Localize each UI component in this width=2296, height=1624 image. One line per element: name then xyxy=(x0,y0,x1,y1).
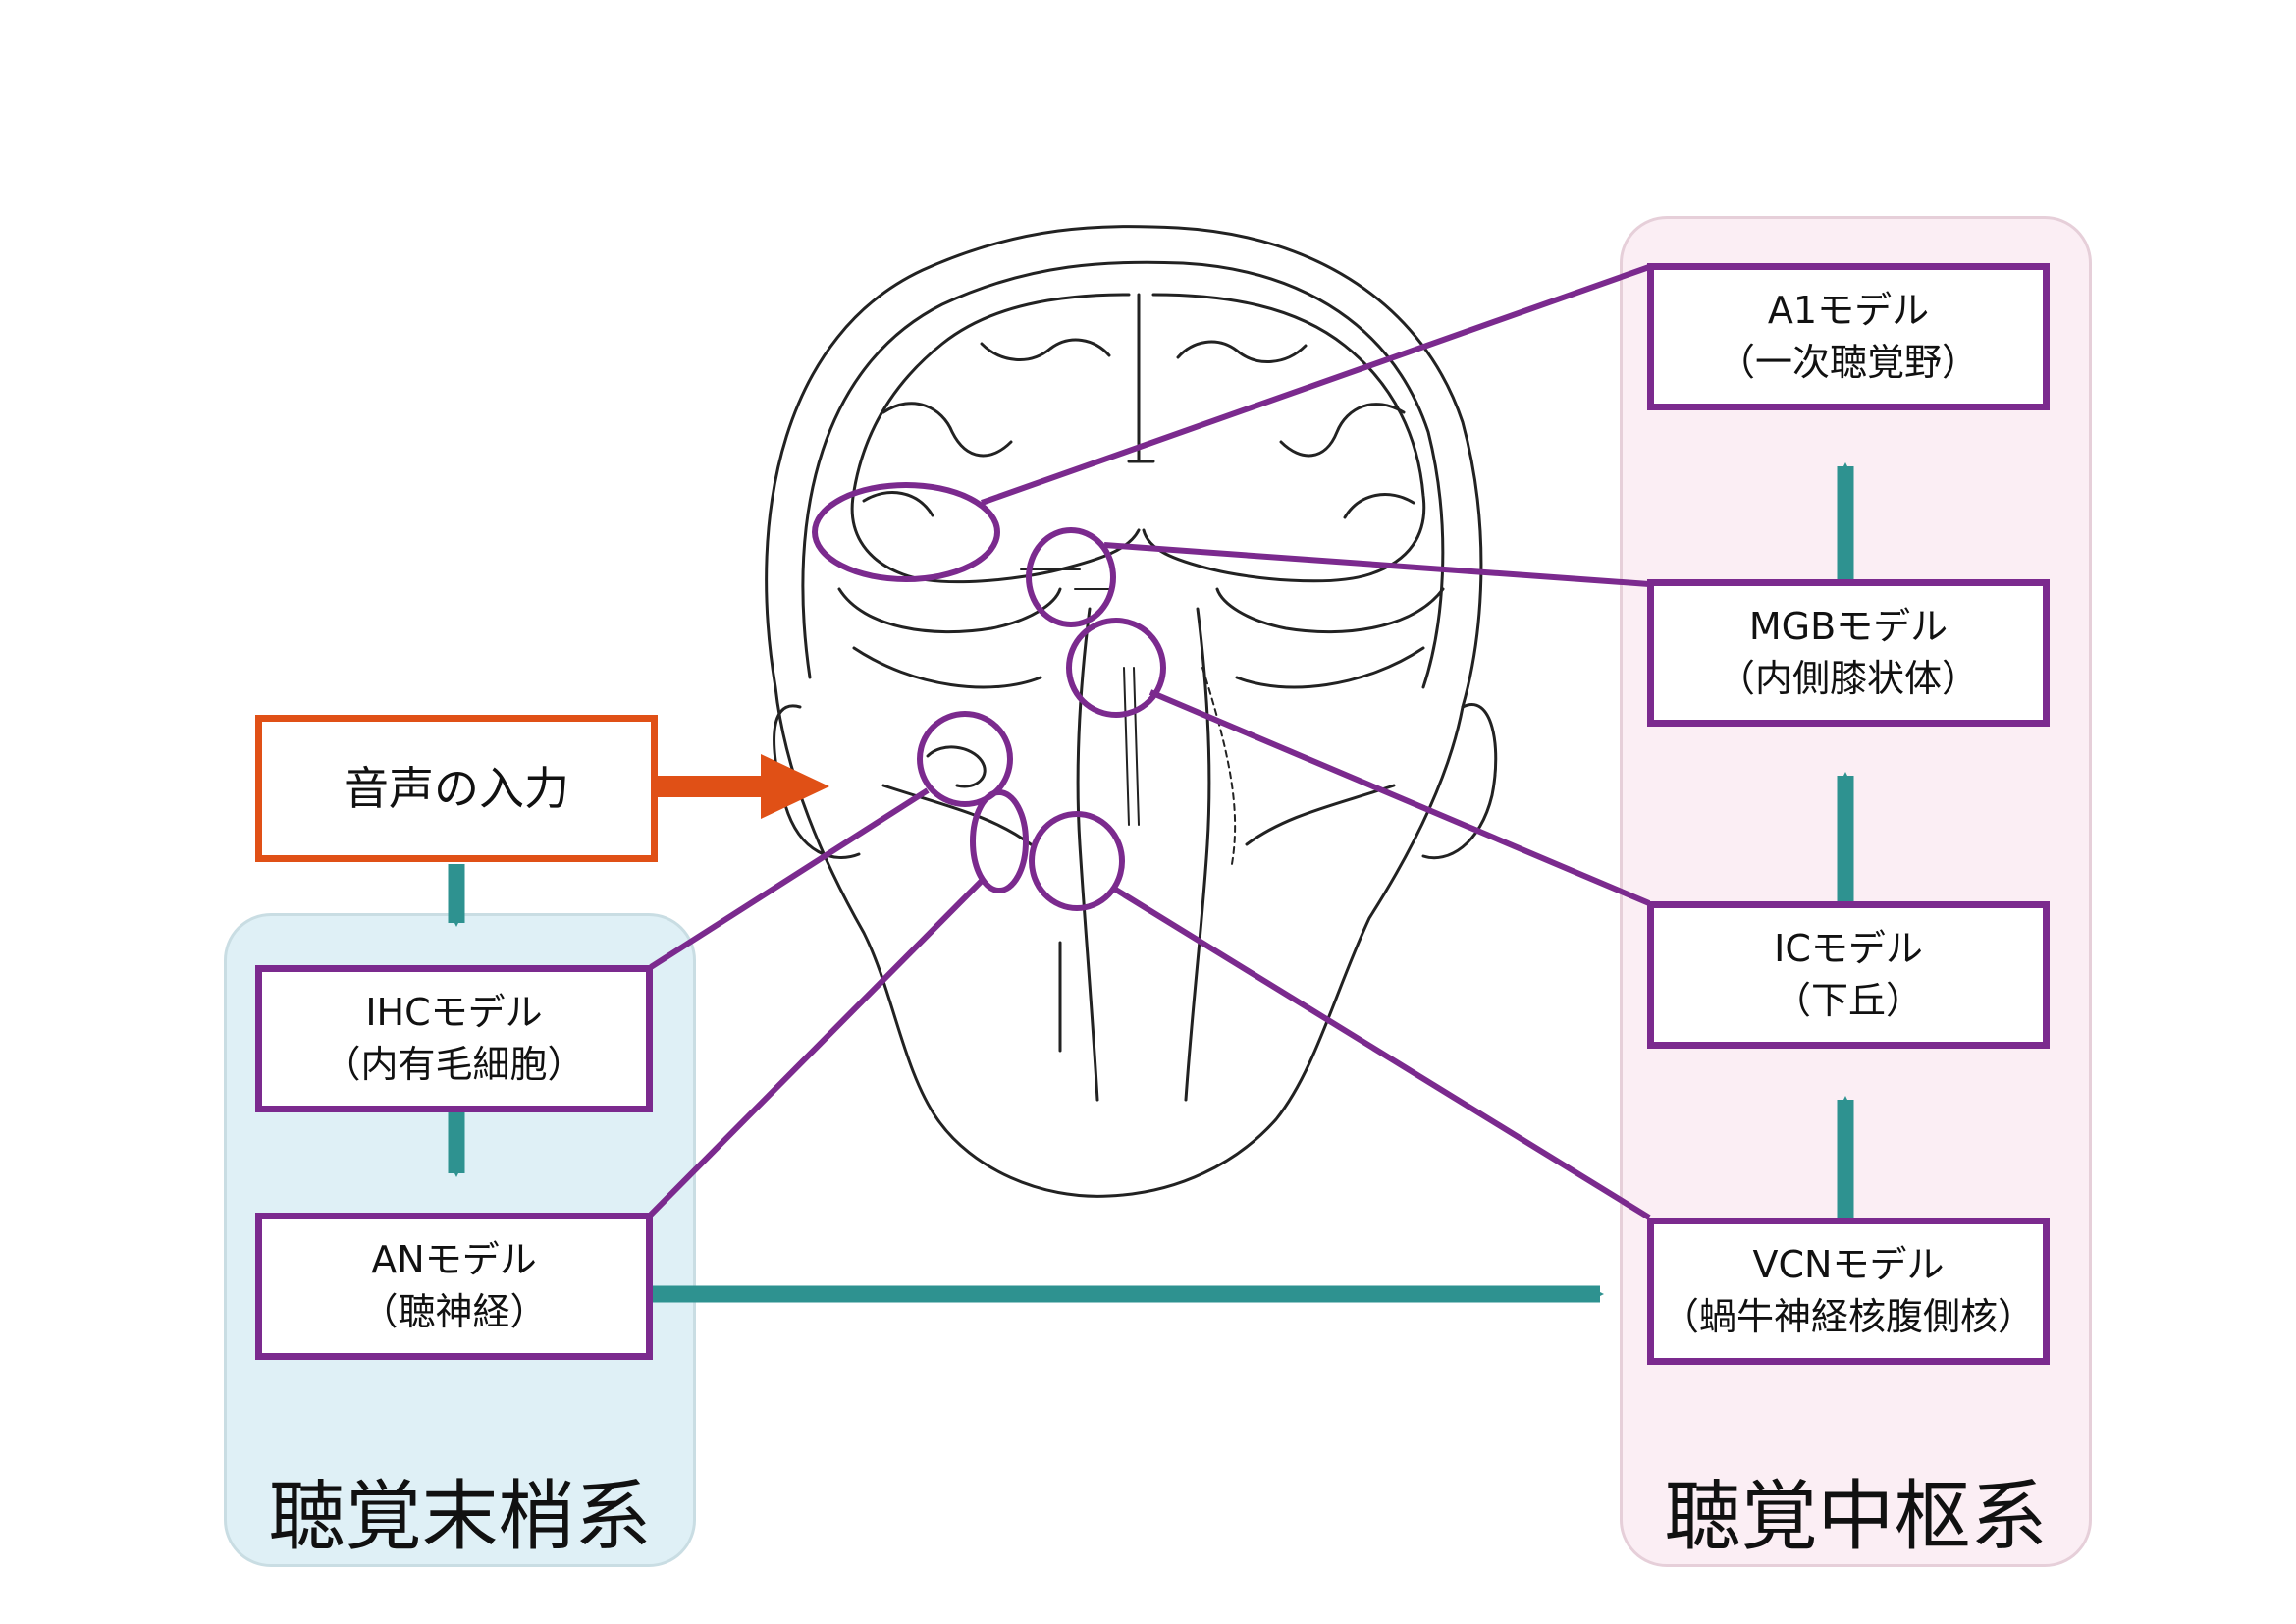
an-model-desc: （聴神経） xyxy=(360,1290,548,1333)
mgb-model-box: MGBモデル （内側膝状体） xyxy=(1647,579,2050,727)
ic-region-ellipse xyxy=(1066,618,1166,718)
peripheral-system-title: 聴覚末梢系 xyxy=(268,1473,652,1561)
connector-lines xyxy=(648,264,1651,1220)
input-arrow xyxy=(658,754,829,819)
sound-input-label: 音声の入力 xyxy=(344,761,569,815)
ihc-connector-line xyxy=(649,787,930,970)
cochlea-region-ellipse xyxy=(917,711,1013,807)
vcn-model-name: VCNモデル xyxy=(1752,1242,1945,1286)
mgb-model-desc: （内側膝状体） xyxy=(1717,657,1979,700)
ihc-model-box: IHCモデル （内有毛細胞） xyxy=(255,965,653,1112)
vcn-model-box: VCNモデル （蝸牛神経核腹側核） xyxy=(1647,1218,2050,1365)
ic-model-box: ICモデル （下丘） xyxy=(1647,901,2050,1049)
an-connector-line xyxy=(648,878,985,1218)
a1-connector-line xyxy=(981,264,1650,506)
anatomy-highlight-ellipses xyxy=(812,482,1166,911)
ic-model-name: ICモデル xyxy=(1774,926,1923,970)
an-model-name: ANモデル xyxy=(371,1237,537,1281)
mgb-model-name: MGBモデル xyxy=(1748,604,1949,648)
mgb-region-ellipse xyxy=(1026,527,1116,627)
ic-model-desc: （下丘） xyxy=(1773,979,1923,1022)
a1-model-desc: （一次聴覚野） xyxy=(1717,341,1979,384)
auditory-nerve-ellipse xyxy=(970,789,1029,893)
sound-input-box: 音声の入力 xyxy=(255,715,658,862)
a1-model-box: A1モデル （一次聴覚野） xyxy=(1647,263,2050,410)
ihc-model-name: IHCモデル xyxy=(365,990,543,1034)
a1-region-ellipse xyxy=(812,482,1000,582)
vcn-region-ellipse xyxy=(1029,811,1125,911)
mgb-connector-line xyxy=(1103,542,1650,587)
an-model-box: ANモデル （聴神経） xyxy=(255,1213,653,1360)
flow-arrows xyxy=(448,462,1854,1303)
vcn-connector-line xyxy=(1112,886,1651,1220)
vcn-model-desc: （蝸牛神経核腹側核） xyxy=(1661,1295,2035,1338)
central-system-title: 聴覚中枢系 xyxy=(1664,1473,2048,1561)
ihc-model-desc: （内有毛細胞） xyxy=(323,1043,585,1086)
a1-model-name: A1モデル xyxy=(1767,288,1930,332)
ic-connector-line xyxy=(1148,689,1651,906)
